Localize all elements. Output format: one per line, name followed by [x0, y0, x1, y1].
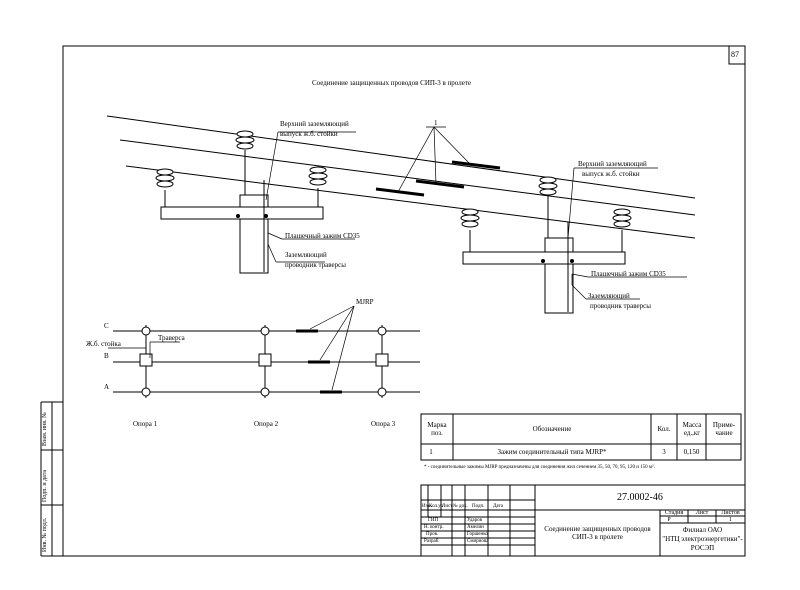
plan-insulators [139, 326, 389, 397]
left-conductor-label-2: проводник траверсы [285, 261, 346, 269]
spec-header-designation: Обозначение [532, 425, 572, 433]
right-insulators [460, 176, 632, 228]
drawing-title: Соединение защищенных проводов СИП-3 в п… [544, 525, 651, 541]
spec-table-grid [420, 413, 742, 461]
spec-row-qty: 3 [662, 448, 666, 456]
doc-code: 27.0002-46 [617, 492, 663, 503]
sheet-value [688, 516, 716, 523]
right-ground-label-1: Верхний заземляющий [578, 160, 647, 168]
plan-clamps [296, 329, 342, 394]
spec-row-mass: 0,150 [683, 448, 700, 456]
spec-header-qty: Кол. [657, 425, 671, 433]
sheets-value: 1 [729, 516, 732, 523]
spec-row-mark: 1 [429, 448, 433, 456]
name-razrab: Смирнова [467, 539, 489, 544]
conductor-lines [106, 115, 696, 239]
left-insulators [155, 130, 328, 188]
change-h-list: Лист [442, 504, 453, 509]
spec-row-note [706, 446, 741, 458]
mjrp-label: MJRP [356, 298, 374, 306]
left-clamp-label: Плашечный зажим CD35 [285, 232, 360, 240]
sheet-header: Лист [695, 510, 709, 516]
pole-label: Ж.б. стойка [86, 340, 121, 348]
spec-header-mass: Масса ед.,кг [682, 421, 702, 437]
spec-row-designation: Зажим соединительный типа MJRP* [497, 448, 607, 456]
left-support [160, 150, 324, 274]
sheet-frame [62, 45, 746, 557]
margin-sign-date: Подп. и дата [42, 469, 48, 502]
org-line3: РОСЭП [690, 544, 715, 552]
role-nkontr: Н. контр. [424, 525, 444, 530]
name-gip: Ударов [467, 518, 482, 523]
change-h-izm: Изм. [422, 504, 432, 509]
page-number-box [728, 45, 746, 65]
org-line1: Филиал ОАО [682, 526, 723, 534]
stage-header: Стадия [664, 510, 684, 516]
callout-1: 1 [434, 119, 438, 127]
right-ground-label-2: выпуск ж.б. стойки [582, 170, 640, 178]
spec-header-mark: Марка поз. [427, 421, 447, 437]
change-h-podp: Подп. [472, 504, 485, 509]
margin-inv-orig: Инв. № подл. [42, 517, 48, 552]
phase-c-label: C [104, 322, 109, 330]
crossarm-label: Траверса [158, 334, 185, 342]
left-ground-label-1: Верхний заземляющий [280, 120, 349, 128]
margin-replace-inv: Взам. инв. № [42, 412, 48, 446]
phase-b-label: B [104, 352, 109, 360]
change-h-date: Дата [493, 504, 503, 509]
stage-value: Р [667, 516, 671, 523]
sheets-header: Листов [721, 510, 740, 516]
spec-footnote: * - соединительные зажимы MJRP предназна… [424, 465, 655, 470]
right-support [462, 196, 626, 314]
title-block-grid [420, 484, 746, 557]
role-razrab: Разраб. [424, 539, 440, 544]
name-nkontr: Амелин [467, 525, 484, 530]
left-ground-label-2: выпуск ж.б. стойки [280, 130, 338, 138]
role-prov: Пров. [426, 532, 439, 537]
support-1-label: Опора 1 [133, 420, 158, 428]
role-gip: ГИП [428, 518, 439, 523]
spec-header-note: Приме-чание [712, 421, 736, 437]
support-2-label: Опора 2 [254, 420, 279, 428]
name-prov: Горшенко [467, 532, 488, 537]
phase-a-label: A [104, 383, 110, 391]
right-clamp-label: Плашечный зажим CD35 [591, 270, 666, 278]
support-3-label: Опора 3 [371, 420, 396, 428]
change-h-kol: Кол.уч [429, 504, 444, 509]
drawing-heading: Соединение защищенных проводов СИП-3 в п… [312, 79, 471, 87]
elevation-clamps [375, 160, 501, 197]
left-conductor-label-1: Заземляющий [285, 251, 327, 259]
right-conductor-label-1: Заземляющий [588, 292, 630, 300]
right-conductor-label-2: проводник траверсы [590, 302, 651, 310]
org-line2: "НТЦ электроэнергетики"- [662, 535, 743, 543]
change-h-doc: № док. [453, 504, 468, 509]
page-number: 87 [731, 50, 739, 59]
